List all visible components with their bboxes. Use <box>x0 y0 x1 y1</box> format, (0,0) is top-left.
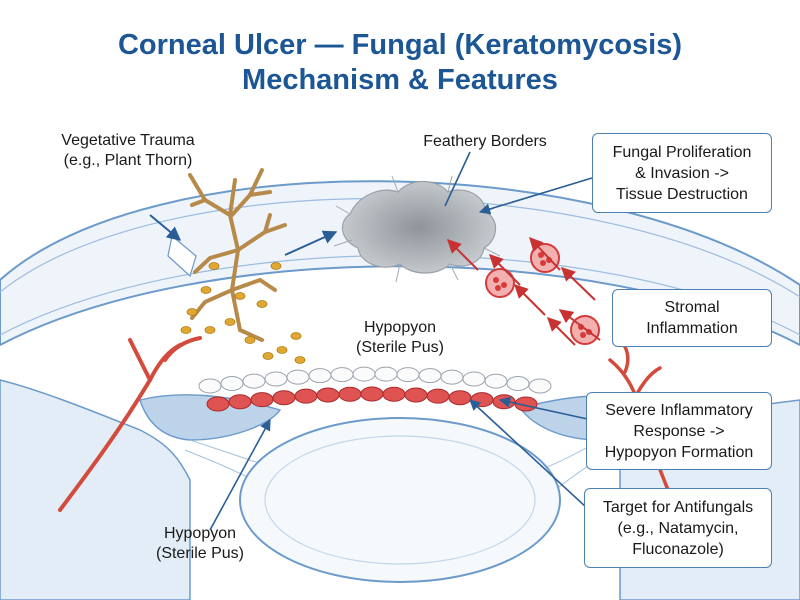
red-blood-cell <box>294 388 318 404</box>
title-line-1: Corneal Ulcer — Fungal (Keratomycosis) <box>117 29 683 61</box>
trauma-line-2: (e.g., Plant Thorn) <box>63 152 193 169</box>
hypopyon-cell <box>220 376 244 392</box>
red-blood-cell <box>426 388 450 404</box>
hypopyon-cell <box>396 367 420 383</box>
callout-severe-line-1: Severe Inflammatory <box>605 401 753 419</box>
spore-icon <box>270 262 282 270</box>
spore-icon <box>200 286 212 294</box>
callout-proliferation-line-1: Fungal Proliferation <box>612 143 752 161</box>
blood-vessels-left <box>58 336 202 512</box>
spore-icon <box>276 346 288 354</box>
spore-icon <box>224 318 236 326</box>
hypopyon-cell <box>374 366 398 382</box>
spore-icon <box>256 300 268 308</box>
entry-wound <box>167 234 197 278</box>
hypopyon-bottom-line-2: (Sterile Pus) <box>155 545 245 562</box>
spore-icon <box>204 326 216 334</box>
red-blood-cell <box>360 386 384 402</box>
hypopyon-cell <box>352 366 376 382</box>
spore-icon <box>234 292 246 300</box>
callout-antifungal-line-3: Fluconazole) <box>632 540 724 558</box>
callout-severe-line-3: Hypopyon Formation <box>604 443 754 461</box>
spore-icon <box>208 262 220 270</box>
hypopyon-center-label: Hypopyon (Sterile Pus) <box>330 318 470 358</box>
callout-antifungal-line-1: Target for Antifungals <box>602 498 754 516</box>
red-blood-cell <box>448 390 472 406</box>
leader-arrow-icon <box>209 177 601 531</box>
inflammatory-cell-icon <box>530 243 560 273</box>
title-line-2: Mechanism & Features <box>242 64 558 96</box>
spore-icon <box>294 356 306 364</box>
red-blood-cell <box>250 392 274 408</box>
leader-line-feathery <box>444 151 471 207</box>
trauma-line-1: Vegetative Trauma <box>61 132 195 149</box>
hypopyon-center-line-1: Hypopyon <box>363 319 437 336</box>
spore-icon <box>244 336 256 344</box>
hypopyon-cell <box>484 373 508 389</box>
inflammatory-cell-icon <box>570 315 600 345</box>
lens <box>239 417 561 583</box>
red-blood-cell <box>272 390 296 406</box>
callout-proliferation-line-3: Tissue Destruction <box>616 185 748 203</box>
vegetative-trauma-label: Vegetative Trauma (e.g., Plant Thorn) <box>28 131 228 171</box>
red-blood-cell <box>228 394 252 410</box>
red-blood-cell <box>206 396 230 412</box>
callout-severe-inflammatory-response: Severe Inflammatory Response -> Hypopyon… <box>586 392 772 470</box>
callout-severe-line-2: Response -> <box>633 422 725 440</box>
inflammatory-cell-icon <box>485 268 515 298</box>
callout-antifungal-target: Target for Antifungals (e.g., Natamycin,… <box>584 488 772 568</box>
hypopyon-cell <box>198 378 222 394</box>
spore-icon <box>290 332 302 340</box>
hypopyon-cell <box>308 368 332 384</box>
fungal-hyphae-icon <box>188 168 287 342</box>
spore-icon <box>180 326 192 334</box>
sclera-left <box>0 379 191 600</box>
callout-fungal-proliferation: Fungal Proliferation & Invasion -> Tissu… <box>592 133 772 213</box>
red-blood-cell <box>316 387 340 403</box>
callout-proliferation-line-2: & Invasion -> <box>635 164 729 182</box>
diagram-title: Corneal Ulcer — Fungal (Keratomycosis) M… <box>0 28 800 98</box>
red-blood-cell <box>338 386 362 402</box>
hypopyon-bottom-line-1: Hypopyon <box>163 525 237 542</box>
hypopyon-cell <box>506 376 530 392</box>
hypopyon-bottom-label: Hypopyon (Sterile Pus) <box>130 524 270 564</box>
spore-cluster <box>180 262 306 364</box>
hypopyon-cell <box>418 368 442 384</box>
red-arrow-icon <box>447 236 601 346</box>
feathery-borders-label: Feathery Borders <box>423 133 547 150</box>
callout-antifungal-line-2: (e.g., Natamycin, <box>617 519 739 537</box>
callout-stromal-line-1: Stromal <box>664 299 720 316</box>
hypopyon-cell <box>330 367 354 383</box>
lens-nucleus <box>264 435 536 565</box>
red-blood-cell <box>382 386 406 402</box>
ulcer-feathery-borders <box>333 175 503 283</box>
hypopyon-cell <box>440 369 464 385</box>
hypopyon-cell <box>462 371 486 387</box>
hypopyon-cell <box>528 378 552 394</box>
hypopyon-cell <box>264 371 288 387</box>
spore-icon <box>262 352 274 360</box>
hypopyon-cell <box>286 369 310 385</box>
callout-stromal-inflammation: Stromal Inflammation <box>612 289 772 347</box>
hypopyon-center-line-2: (Sterile Pus) <box>355 339 445 356</box>
progression-arrows <box>149 214 338 256</box>
hypopyon-cell <box>242 373 266 389</box>
callout-stromal-line-2: Inflammation <box>646 320 738 337</box>
red-blood-cell <box>404 387 428 403</box>
spore-icon <box>186 308 198 316</box>
